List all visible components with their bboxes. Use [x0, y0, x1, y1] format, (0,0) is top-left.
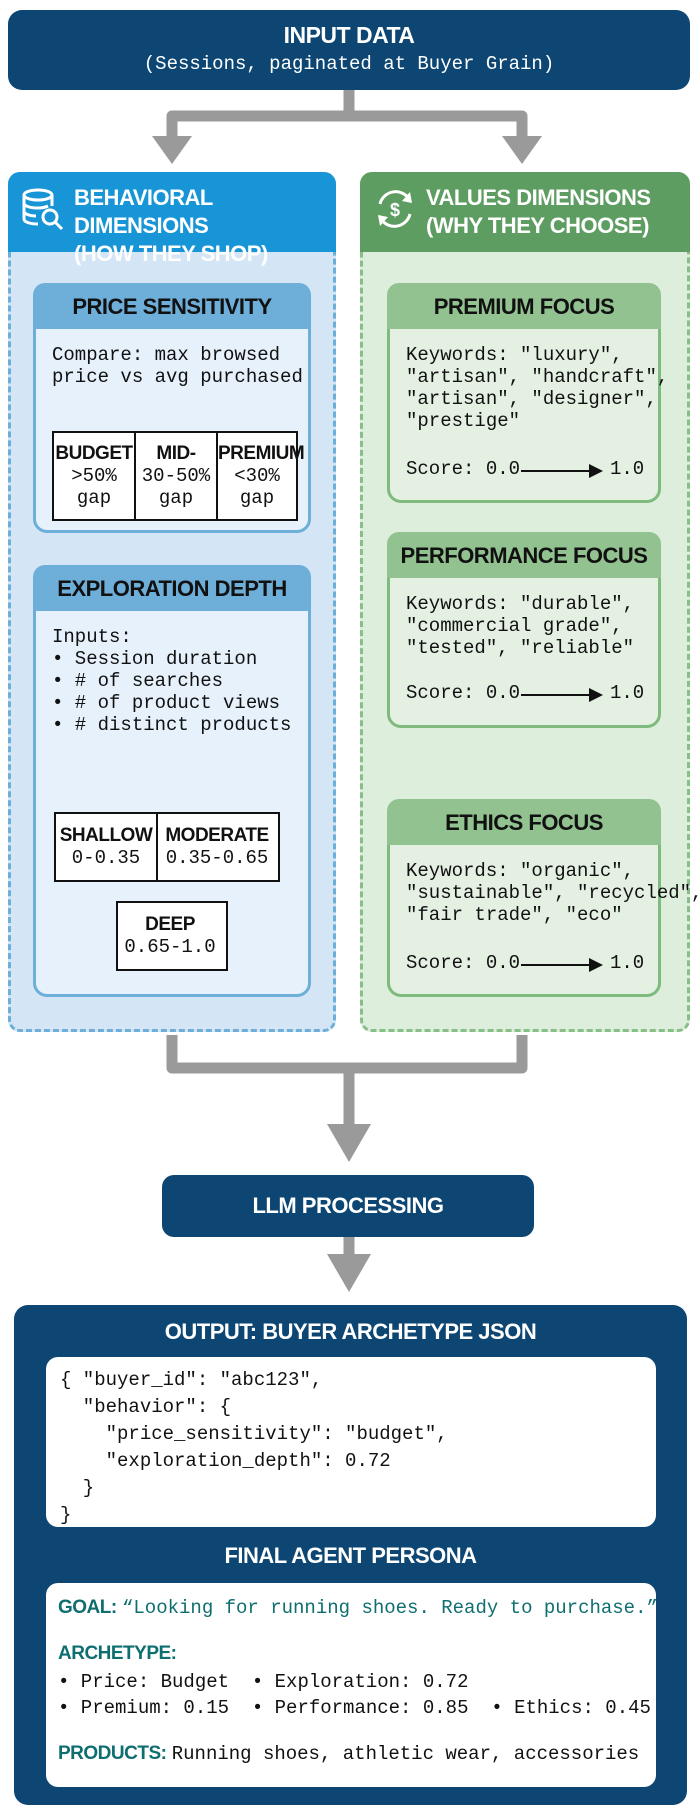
exploration-cell-deep-value: 0.65-1.0 [124, 936, 216, 958]
exploration-cell-moderate: MODERATE 0.35-0.65 [156, 814, 276, 880]
premium-score-arrow-head [589, 464, 603, 478]
exploration-depth-inputs: Inputs: • Session duration • # of search… [52, 626, 292, 736]
goal-text: “Looking for running shoes. Ready to pur… [122, 1597, 658, 1619]
values-dimensions-panel: $ VALUES DIMENSIONS (WHY THEY CHOOSE) PR… [360, 172, 698, 1032]
values-title-line1: VALUES DIMENSIONS [426, 185, 651, 210]
exploration-cell-moderate-label: MODERATE [165, 825, 269, 846]
goal-label: GOAL: [58, 1597, 117, 1618]
performance-focus-title: PERFORMANCE FOCUS [387, 532, 661, 578]
exploration-cell-shallow-label: SHALLOW [59, 825, 153, 846]
price-cell-premium: PREMIUM <30% gap [216, 433, 305, 519]
llm-processing-box: LLM PROCESSING [162, 1175, 534, 1237]
output-box: OUTPUT: BUYER ARCHETYPE JSON { "buyer_id… [14, 1305, 687, 1805]
price-sensitivity-title: PRICE SENSITIVITY [33, 283, 311, 329]
products-text: Running shoes, athletic wear, accessorie… [171, 1743, 640, 1765]
price-cell-premium-label: PREMIUM [218, 443, 305, 464]
persona-title: FINAL AGENT PERSONA [224, 1543, 477, 1568]
price-cell-budget-value: >50% gap [71, 465, 117, 509]
persona-products-line: PRODUCTS: Running shoes, athletic wear, … [58, 1743, 639, 1765]
json-output-text: { "buyer_id": "abc123", "behavior": { "p… [60, 1369, 448, 1526]
price-sensitivity-description: Compare: max browsed price vs avg purcha… [52, 344, 303, 388]
arrow-head-output [327, 1254, 371, 1292]
exploration-depth-title: EXPLORATION DEPTH [33, 565, 311, 611]
exploration-cell-shallow-value: 0-0.35 [71, 847, 141, 869]
archetype-line-1: • Price: Budget • Exploration: 0.72 [58, 1671, 469, 1693]
ethics-score-max: 1.0 [610, 952, 645, 974]
premium-focus-card: PREMIUM FOCUS Keywords: "luxury", "artis… [387, 283, 668, 503]
behavioral-title-line1: BEHAVIORAL DIMENSIONS [74, 185, 213, 238]
svg-text:$: $ [390, 200, 400, 220]
price-sensitivity-table: BUDGET >50% gap MID- 30-50% gap PREMIUM … [52, 431, 305, 521]
price-cell-budget-label: BUDGET [55, 443, 133, 464]
performance-score-arrow-head [589, 688, 603, 702]
connector-input-to-values [349, 110, 528, 138]
persona-card: GOAL: “Looking for running shoes. Ready … [46, 1583, 658, 1787]
premium-score-min: Score: 0.0 [406, 458, 521, 480]
persona-goal-line: GOAL: “Looking for running shoes. Ready … [58, 1597, 658, 1619]
price-cell-premium-value: <30% gap [234, 465, 280, 509]
dollar-cycle-icon: $ [378, 190, 412, 228]
exploration-depth-table: SHALLOW 0-0.35 MODERATE 0.35-0.65 [54, 812, 280, 882]
ethics-focus-title: ETHICS FOCUS [387, 799, 661, 845]
output-title: OUTPUT: BUYER ARCHETYPE JSON [164, 1319, 537, 1344]
exploration-cell-moderate-value: 0.35-0.65 [165, 847, 269, 869]
arrow-head-values [502, 136, 542, 164]
ethics-focus-card: ETHICS FOCUS Keywords: "organic", "susta… [387, 799, 698, 997]
exploration-cell-deep: DEEP 0.65-1.0 [118, 903, 222, 969]
behavioral-panel-header: BEHAVIORAL DIMENSIONS (HOW THEY SHOP) [8, 172, 336, 266]
archetype-line-2: • Premium: 0.15 • Performance: 0.85 • Et… [58, 1697, 651, 1719]
values-title-line2: (WHY THEY CHOOSE) [426, 213, 649, 238]
ethics-focus-keywords: Keywords: "organic", "sustainable", "rec… [406, 860, 698, 926]
price-cell-mid-label: MID- [156, 443, 196, 464]
arrow-head-behavioral [152, 136, 192, 164]
ethics-score-arrow-line [521, 964, 591, 966]
performance-score-min: Score: 0.0 [406, 682, 521, 704]
database-search-icon [22, 188, 64, 231]
performance-focus-keywords: Keywords: "durable", "commercial grade",… [406, 593, 635, 659]
price-cell-mid: MID- 30-50% gap [134, 433, 216, 519]
arrow-head-llm [327, 1124, 371, 1162]
archetype-label: ARCHETYPE: [58, 1643, 177, 1664]
behavioral-title-line2: (HOW THEY SHOP) [74, 241, 268, 266]
ethics-score-min: Score: 0.0 [406, 952, 521, 974]
premium-score-max: 1.0 [610, 458, 645, 480]
price-cell-mid-value: 30-50% gap [141, 465, 211, 509]
input-data-box: INPUT DATA (Sessions, paginated at Buyer… [8, 10, 690, 90]
exploration-depth-card: EXPLORATION DEPTH Inputs: • Session dura… [33, 565, 311, 997]
premium-score-arrow-line [521, 470, 591, 472]
input-subtitle: (Sessions, paginated at Buyer Grain) [143, 53, 555, 75]
exploration-cell-deep-label: DEEP [145, 914, 195, 935]
json-output-card: { "buyer_id": "abc123", "behavior": { "p… [46, 1357, 656, 1527]
connector-input-to-behavioral [166, 90, 355, 138]
price-cell-budget: BUDGET >50% gap [54, 433, 134, 519]
products-label: PRODUCTS: [58, 1743, 167, 1764]
performance-score-arrow-line [521, 694, 591, 696]
performance-focus-card: PERFORMANCE FOCUS Keywords: "durable", "… [387, 532, 661, 728]
ethics-score-arrow-head [589, 958, 603, 972]
behavioral-dimensions-panel: BEHAVIORAL DIMENSIONS (HOW THEY SHOP) PR… [8, 172, 336, 1032]
persona-archetype-label-line: ARCHETYPE: [58, 1643, 177, 1665]
exploration-cell-shallow: SHALLOW 0-0.35 [56, 814, 156, 880]
exploration-deep-table: DEEP 0.65-1.0 [116, 901, 228, 971]
price-sensitivity-card: PRICE SENSITIVITY Compare: max browsed p… [33, 283, 311, 533]
input-title: INPUT DATA [283, 22, 415, 48]
premium-focus-keywords: Keywords: "luxury", "artisan", "handcraf… [406, 344, 669, 432]
connector-panels-merge [166, 1035, 528, 1074]
premium-focus-title: PREMIUM FOCUS [387, 283, 661, 329]
performance-score-max: 1.0 [610, 682, 645, 704]
values-panel-header: $ VALUES DIMENSIONS (WHY THEY CHOOSE) [360, 172, 690, 252]
